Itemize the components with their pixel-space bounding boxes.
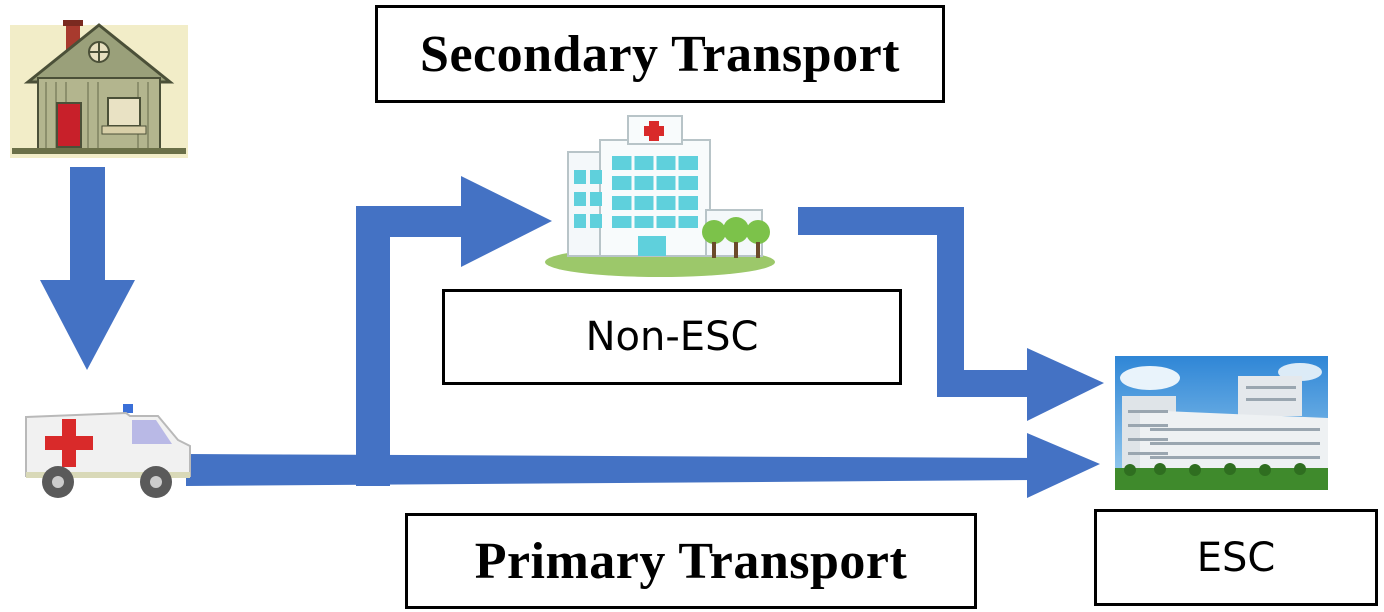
esc-label: ESC xyxy=(1094,509,1378,606)
secondary-transport-text: Secondary Transport xyxy=(420,25,900,83)
esc-text: ESC xyxy=(1196,534,1276,581)
primary-transport-label: Primary Transport xyxy=(405,513,977,609)
primary-transport-text: Primary Transport xyxy=(474,532,908,590)
arrow-non-esc-to-esc xyxy=(798,207,1104,421)
ambulance-icon xyxy=(25,404,191,498)
esc-hospital-icon xyxy=(1115,356,1328,490)
non-esc-text: Non-ESC xyxy=(585,314,759,360)
arrows xyxy=(40,167,1104,498)
house-icon xyxy=(10,20,188,158)
hospital-icon xyxy=(545,115,775,277)
arrow-ambulance-to-non-esc xyxy=(356,176,552,486)
arrow-primary-transport xyxy=(186,433,1100,498)
arrow-house-to-ambulance xyxy=(40,167,135,370)
secondary-transport-label: Secondary Transport xyxy=(375,5,945,103)
non-esc-label: Non-ESC xyxy=(442,289,902,385)
